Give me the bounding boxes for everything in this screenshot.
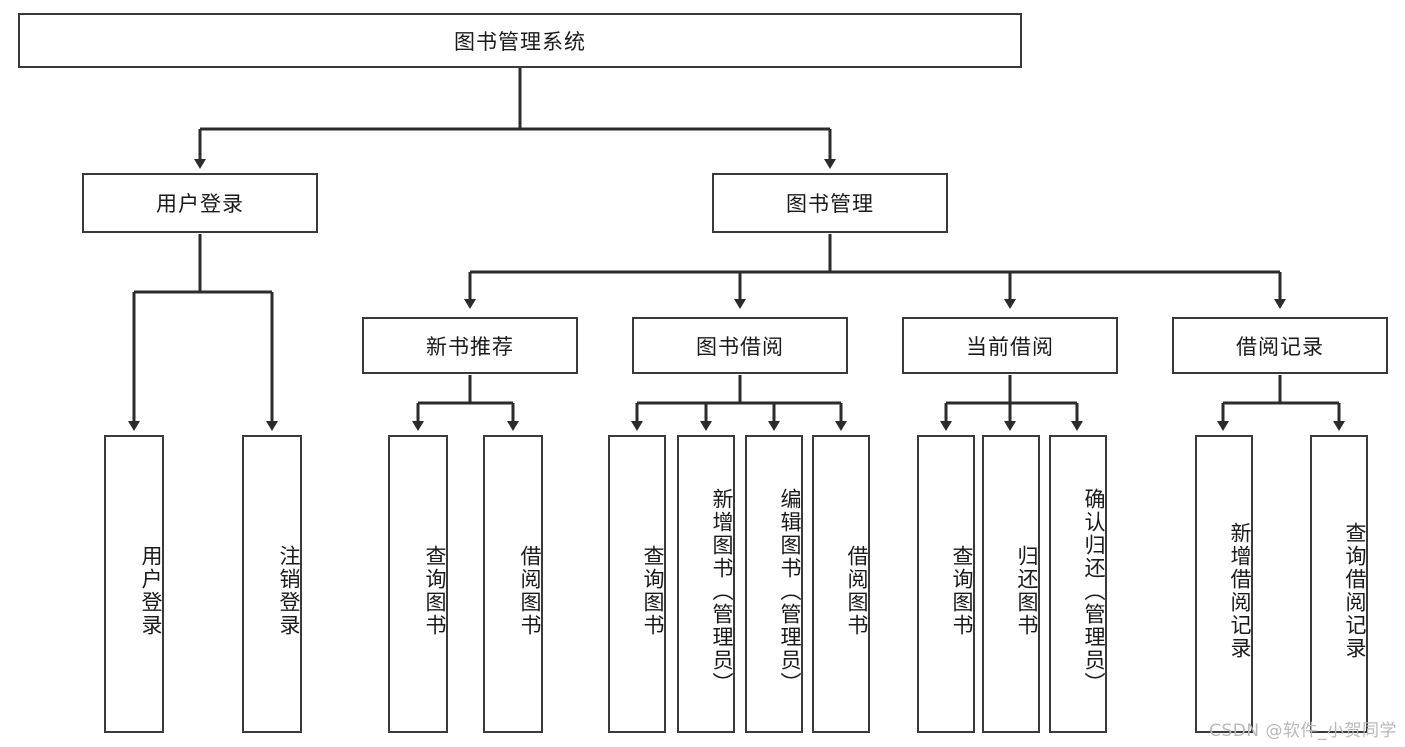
node-current-borrow-label: 当前借阅	[966, 334, 1054, 359]
node-user-login[interactable]: 用户登录	[82, 173, 318, 233]
leaf-borrow-record-add-label: 新增借阅记录	[1228, 522, 1252, 660]
leaf-new-book-borrow[interactable]: 借阅图书	[483, 435, 543, 733]
node-book-borrow-label: 图书借阅	[696, 334, 784, 359]
leaf-book-borrow-add[interactable]: 新增图书（管理员）	[677, 435, 735, 733]
node-user-login-label: 用户登录	[156, 192, 244, 216]
node-new-book-recommend-label: 新书推荐	[426, 334, 514, 359]
leaf-current-borrow-return[interactable]: 归还图书	[982, 435, 1040, 733]
leaf-borrow-record-add[interactable]: 新增借阅记录	[1195, 435, 1253, 733]
leaf-book-borrow-query[interactable]: 查询图书	[608, 435, 666, 733]
node-book-borrow[interactable]: 图书借阅	[632, 317, 848, 374]
node-root-label: 图书管理系统	[454, 29, 586, 54]
csdn-watermark: CSDN @软件_小贺同学	[1209, 721, 1397, 741]
node-borrow-record[interactable]: 借阅记录	[1172, 317, 1388, 374]
leaf-new-book-borrow-label: 借阅图书	[518, 545, 542, 637]
leaf-user-login-login-label: 用户登录	[139, 545, 163, 637]
leaf-book-borrow-borrow[interactable]: 借阅图书	[812, 435, 870, 733]
leaf-book-borrow-add-label: 新增图书（管理员）	[710, 487, 734, 695]
leaf-book-borrow-edit[interactable]: 编辑图书（管理员）	[745, 435, 803, 733]
node-current-borrow[interactable]: 当前借阅	[902, 317, 1118, 374]
leaf-book-borrow-borrow-label: 借阅图书	[845, 545, 869, 637]
leaf-user-login-login[interactable]: 用户登录	[104, 435, 164, 733]
leaf-book-borrow-edit-label: 编辑图书（管理员）	[778, 487, 802, 695]
node-book-management[interactable]: 图书管理	[712, 173, 948, 233]
leaf-user-login-logout-label: 注销登录	[277, 545, 301, 637]
node-new-book-recommend[interactable]: 新书推荐	[362, 317, 578, 374]
leaf-current-borrow-return-label: 归还图书	[1015, 545, 1039, 637]
node-root[interactable]: 图书管理系统	[18, 13, 1022, 68]
node-book-management-label: 图书管理	[786, 192, 874, 216]
leaf-new-book-query[interactable]: 查询图书	[388, 435, 448, 733]
leaf-current-borrow-confirm[interactable]: 确认归还（管理员）	[1049, 435, 1107, 733]
leaf-borrow-record-query[interactable]: 查询借阅记录	[1310, 435, 1368, 733]
leaf-new-book-query-label: 查询图书	[423, 545, 447, 637]
leaf-book-borrow-query-label: 查询图书	[641, 545, 665, 637]
node-borrow-record-label: 借阅记录	[1236, 334, 1324, 359]
leaf-user-login-logout[interactable]: 注销登录	[242, 435, 302, 733]
leaf-current-borrow-confirm-label: 确认归还（管理员）	[1082, 487, 1106, 695]
leaf-current-borrow-query-label: 查询图书	[950, 545, 974, 637]
leaf-current-borrow-query[interactable]: 查询图书	[917, 435, 975, 733]
leaf-borrow-record-query-label: 查询借阅记录	[1343, 522, 1367, 660]
